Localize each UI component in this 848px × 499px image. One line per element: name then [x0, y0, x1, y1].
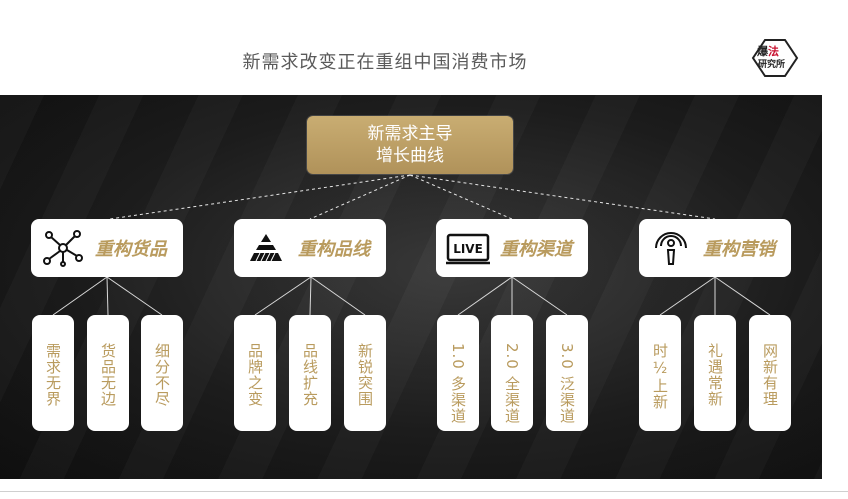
diagram-panel: 新需求主导 增长曲线 重构货品	[0, 95, 822, 479]
network-nodes-icon	[43, 230, 83, 267]
leaf-node: 品线扩充	[289, 315, 331, 431]
svg-text:LIVE: LIVE	[453, 242, 483, 256]
leaf-node: 2.0 全渠道	[491, 315, 533, 431]
leaf-node: 细分不尽	[141, 315, 183, 431]
category-node-marketing: 重构营销	[639, 219, 791, 277]
leaf-label: 时½上新	[651, 343, 669, 410]
category-label: 重构渠道	[500, 239, 572, 260]
root-node: 新需求主导 增长曲线	[307, 116, 513, 174]
leaf-label: 细分不尽	[153, 343, 171, 407]
connector-lines	[52, 174, 771, 316]
leaf-label: 2.0 全渠道	[503, 343, 521, 424]
pyramid-icon	[250, 234, 282, 262]
leaf-label: 礼遇常新	[706, 343, 724, 407]
leaf-label: 3.0 泛渠道	[558, 343, 576, 424]
bottom-divider	[0, 491, 848, 492]
root-line2: 增长曲线	[376, 146, 444, 166]
leaf-node: 需求无界	[32, 315, 74, 431]
category-node-lines: 重构品线	[234, 219, 386, 277]
broadcast-person-icon	[655, 232, 687, 265]
leaf-label: 网新有理	[761, 343, 779, 407]
leaf-label: 品线扩充	[301, 343, 319, 407]
live-monitor-icon: LIVE	[446, 233, 490, 265]
leaf-node: 3.0 泛渠道	[546, 315, 588, 431]
category-node-channels: LIVE 重构渠道	[436, 219, 588, 277]
category-label: 重构营销	[703, 239, 775, 260]
leaf-node: 货品无边	[87, 315, 129, 431]
leaf-node: 网新有理	[749, 315, 791, 431]
leaf-label: 品牌之变	[246, 343, 264, 407]
leaf-node: 时½上新	[639, 315, 681, 431]
category-label: 重构货品	[95, 239, 167, 260]
leaf-label: 新锐突围	[356, 343, 374, 407]
leaf-node: 1.0 多渠道	[437, 315, 479, 431]
leaf-label: 货品无边	[99, 343, 117, 407]
leaf-node: 礼遇常新	[694, 315, 736, 431]
root-line1: 新需求主导	[367, 124, 453, 144]
category-node-goods: 重构货品	[31, 219, 183, 277]
leaf-node: 品牌之变	[234, 315, 276, 431]
leaf-label: 1.0 多渠道	[449, 343, 467, 424]
category-label: 重构品线	[298, 239, 370, 260]
slide-title: 新需求改变正在重组中国消费市场	[242, 52, 528, 73]
leaf-node: 新锐突围	[344, 315, 386, 431]
brand-logo: 爆法 研究所	[751, 38, 799, 78]
leaf-label: 需求无界	[44, 343, 62, 407]
